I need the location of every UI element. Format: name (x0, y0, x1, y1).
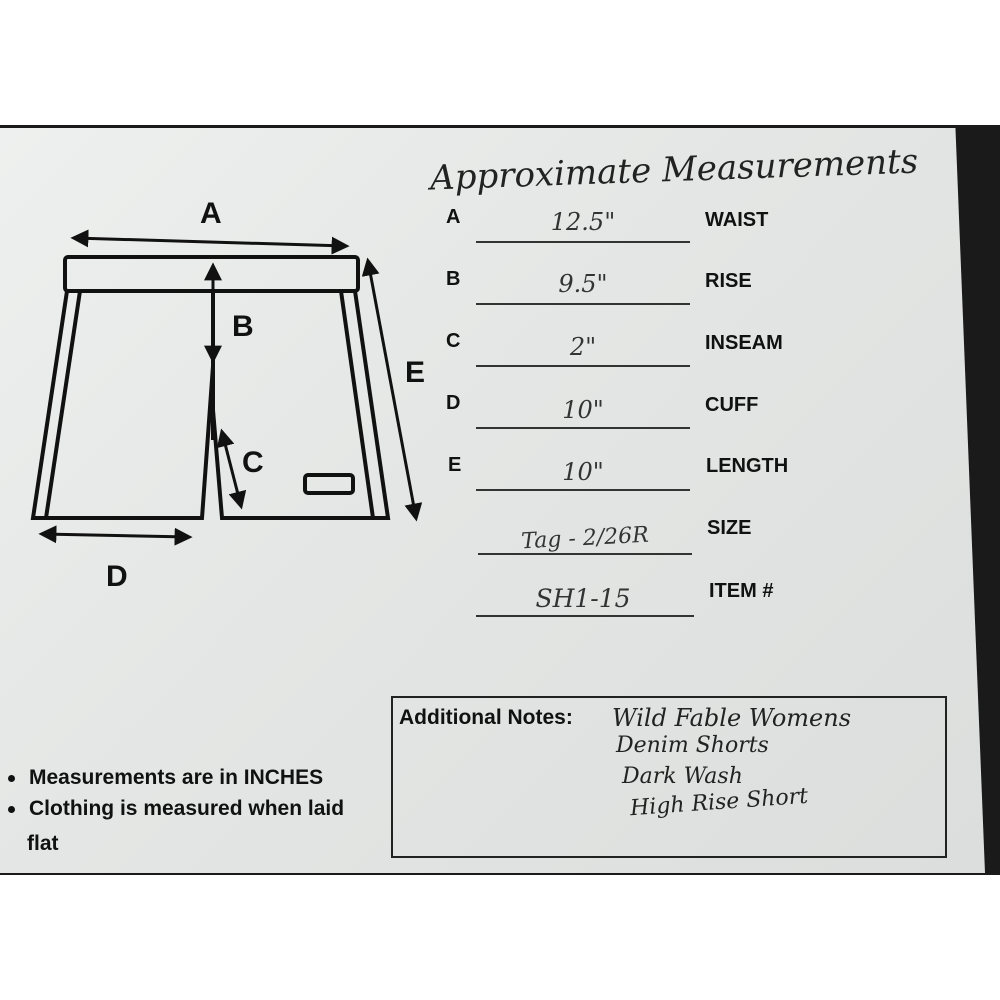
row-line-b (476, 303, 690, 305)
back-patch (303, 473, 355, 495)
notes-label: Additional Notes: (399, 706, 573, 729)
row-value-a: 12.5" (550, 208, 616, 236)
row-label-c: INSEAM (705, 332, 783, 354)
bullet-dot-icon (8, 774, 15, 782)
left-side-stripe (44, 290, 82, 519)
row-letter-b: B (446, 268, 461, 290)
row-letter-d: D (446, 392, 461, 414)
notes-box (391, 696, 947, 858)
diagram-label-c: C (242, 446, 264, 479)
arrow-a (70, 229, 350, 255)
diagram-label-d: D (106, 560, 128, 593)
row-line-c (476, 365, 690, 367)
bullet-laid-flat-continued: flat (27, 832, 59, 855)
row-line-d (476, 427, 690, 429)
diagram-label-b: B (232, 310, 254, 343)
arrow-d (38, 525, 193, 546)
row-label-d: CUFF (705, 394, 759, 416)
row-letter-c: C (446, 330, 461, 352)
row-label-a: WAIST (705, 209, 769, 231)
bullet-laid-flat: Clothing is measured when laid (8, 797, 344, 821)
bullet-units: Measurements are in INCHES (8, 766, 323, 790)
row-line-e (476, 489, 690, 491)
bullet-dot-icon (8, 805, 15, 813)
row-letter-e: E (448, 454, 462, 476)
row-label-size: SIZE (707, 517, 752, 539)
notes-line-3: Dark Wash (622, 764, 743, 789)
row-letter-a: A (446, 206, 461, 228)
row-label-b: RISE (705, 270, 752, 292)
row-value-c: 2" (569, 333, 597, 361)
row-value-item: SH1-15 (535, 584, 631, 613)
row-label-e: LENGTH (706, 455, 789, 477)
notes-line-2: Denim Shorts (616, 733, 769, 758)
arrow-e (361, 257, 423, 522)
row-label-item: ITEM # (709, 580, 774, 602)
row-line-a (476, 241, 690, 243)
right-side-stripe (339, 290, 375, 519)
left-leg-outline (30, 290, 215, 520)
notes-line-1: Wild Fable Womens (612, 704, 852, 732)
row-value-e: 10" (562, 458, 604, 486)
diagram-label-e: E (405, 356, 426, 389)
bullet-laid-flat-text: Clothing is measured when laid (29, 797, 345, 820)
row-value-d: 10" (562, 396, 604, 424)
arrow-c (216, 428, 247, 510)
diagram-label-a: A (200, 197, 222, 230)
row-line-size (478, 553, 692, 555)
bullet-units-text: Measurements are in INCHES (29, 766, 324, 789)
row-line-item (476, 615, 694, 617)
row-value-b: 9.5" (558, 270, 608, 298)
